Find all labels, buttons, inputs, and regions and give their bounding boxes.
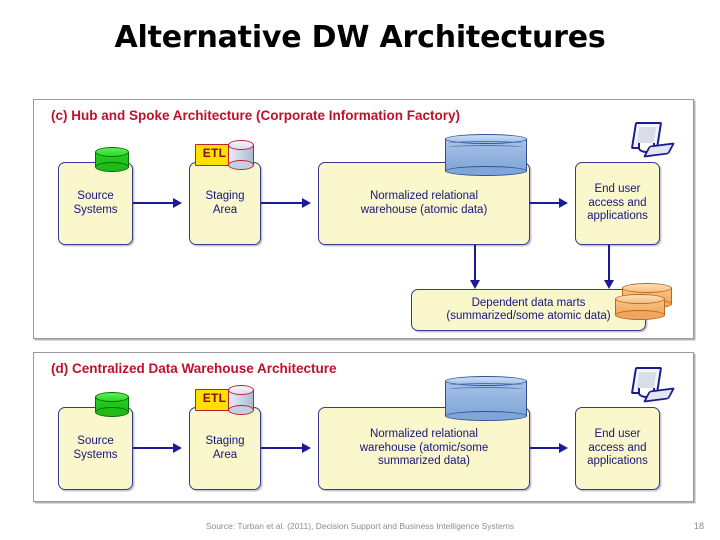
silver-database-icon [228, 385, 254, 415]
blue-database-icon [445, 134, 527, 176]
connector-warehouse-to-marts [474, 245, 476, 283]
orange-database-icon-front [615, 294, 665, 320]
blue-database-icon [445, 376, 527, 421]
panel-c-heading: (c) Hub and Spoke Architecture (Corporat… [51, 108, 461, 123]
arrow-head [470, 280, 480, 289]
silver-database-icon [228, 140, 254, 170]
etl-tag-d: ETL [195, 389, 234, 411]
connector-staging-to-warehouse [261, 202, 306, 204]
arrow-head [302, 443, 311, 453]
arrow-head [173, 198, 182, 208]
arrow-head [559, 443, 568, 453]
panel-centralized-dw: (d) Centralized Data Warehouse Architect… [33, 352, 694, 502]
green-database-icon [95, 147, 129, 172]
connector-warehouse-to-enduser [530, 447, 563, 449]
workstation-icon [627, 367, 676, 403]
connector-source-to-staging [133, 202, 177, 204]
panel-hub-and-spoke: (c) Hub and Spoke Architecture (Corporat… [33, 99, 694, 339]
source-citation: Source: Turban et al. (2011), Decision S… [205, 521, 515, 531]
connector-enduser-to-marts [608, 245, 610, 283]
arrow-head [173, 443, 182, 453]
connector-staging-to-warehouse [261, 447, 306, 449]
arrow-head [559, 198, 568, 208]
arrow-head [604, 280, 614, 289]
green-database-icon [95, 392, 129, 417]
connector-warehouse-to-enduser [530, 202, 563, 204]
page-number: 18 [693, 521, 704, 531]
connector-source-to-staging [133, 447, 177, 449]
node-dependent-data-marts-c[interactable]: Dependent data marts(summarized/some ato… [411, 289, 646, 331]
node-label: Dependent data marts(summarized/some ato… [446, 296, 611, 323]
panel-d-heading: (d) Centralized Data Warehouse Architect… [51, 361, 337, 376]
arrow-head [302, 198, 311, 208]
workstation-icon [627, 122, 676, 158]
page-title: Alternative DW Architectures [114, 20, 606, 55]
